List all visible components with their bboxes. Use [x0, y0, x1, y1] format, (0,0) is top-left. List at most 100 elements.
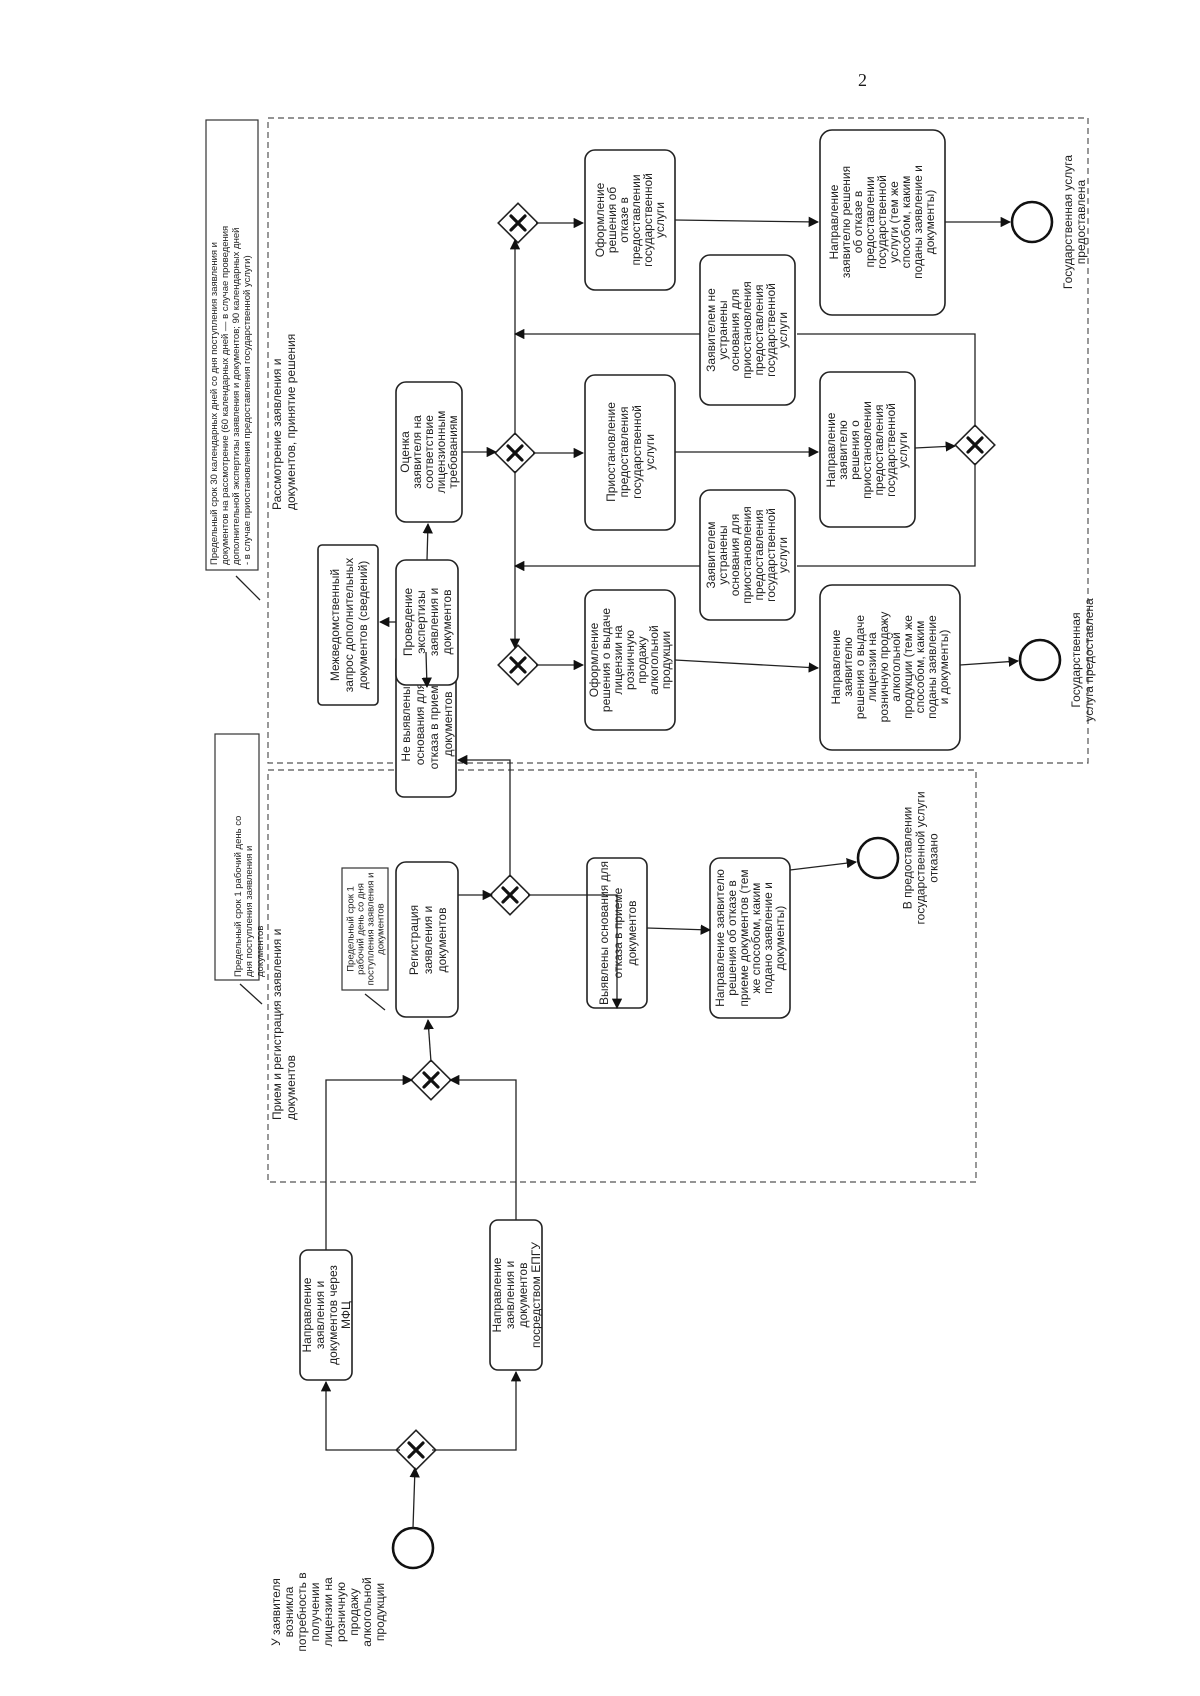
text-line: приостановления	[740, 506, 754, 604]
text-line: основания для	[413, 683, 427, 766]
text-line: Проведение	[401, 588, 415, 657]
text-line: Оценка	[398, 431, 412, 473]
task-send-suspend	[819, 371, 916, 528]
text-line: Направление	[829, 629, 843, 704]
text-line: заявления и	[313, 1281, 327, 1349]
text-line: приостановления	[740, 281, 754, 379]
text-line: государственной услуги	[914, 791, 928, 924]
text-line: услуга предоставлена	[1082, 598, 1096, 722]
text-line: государственной	[875, 175, 889, 269]
text-line: документов, принятие решения	[284, 334, 298, 510]
text-line: заявителя на	[410, 415, 424, 489]
task-send-refusal	[709, 857, 791, 1019]
text-line: приеме документов (тем	[737, 869, 751, 1006]
text-line: подано заявление и	[761, 882, 775, 994]
text-line: способом, каким	[899, 176, 913, 269]
text-line: лицензии на	[611, 625, 625, 695]
text-line: возникла	[282, 1586, 296, 1637]
text-line: розничную	[334, 1582, 348, 1642]
end-event-provided-1	[1018, 638, 1062, 682]
text-line: услуги	[776, 312, 790, 348]
text-line: экспертизы	[414, 590, 428, 653]
text-line: документов	[376, 903, 387, 954]
task-send-refusal-text: Направление заявителюрешения об отказе в…	[713, 869, 787, 1007]
task-send-issue-text: Направлениезаявителюрешения о выдачелице…	[829, 612, 951, 723]
text-line: устранены	[716, 525, 730, 584]
text-line: рабочий день со дня	[356, 883, 367, 975]
end-event-provided-1-label: Государственнаяуслуга предоставлена	[1069, 598, 1096, 722]
text-line: решения о	[848, 420, 862, 480]
text-line: документов	[440, 590, 454, 655]
text-line: устранены	[716, 300, 730, 359]
task-interagency-request	[317, 544, 379, 706]
text-line: заявителю решения	[839, 166, 853, 278]
text-line: государственной	[884, 403, 898, 497]
text-line: посредством ЕПГУ	[529, 1242, 543, 1348]
page-number: 2	[858, 70, 867, 90]
text-line: заявления и	[421, 906, 435, 974]
text-line: документов (сведений)	[356, 561, 370, 690]
text-line: услуги	[653, 202, 667, 238]
gateway-suspension-result	[954, 424, 996, 466]
register-deadline-note-text: Предельный срок 1рабочий день со дняпост…	[346, 873, 387, 986]
text-line: требованиям	[446, 415, 460, 488]
phase1-deadline-note-text: Предельный срок 1 рабочий день содня пос…	[233, 816, 266, 977]
text-line: решения о выдаче	[853, 615, 867, 719]
text-line: документы)	[773, 906, 787, 971]
text-line: продажу	[635, 636, 649, 683]
task-register	[395, 861, 459, 1018]
task-not-eliminated-text: Заявителем неустраненыоснования дляприос…	[704, 281, 790, 379]
task-issue-decision-text: Оформлениерешения о выдачелицензии нароз…	[587, 608, 673, 712]
task-register-text: Регистрациязаявления идокументов	[407, 905, 449, 975]
text-line: решения о выдаче	[599, 608, 613, 712]
text-line: Предельный срок 1	[346, 886, 357, 972]
text-line: Оформление	[587, 622, 601, 697]
text-line: Направление	[824, 412, 838, 487]
register-deadline-note	[341, 867, 389, 991]
text-line: документов	[255, 926, 266, 977]
text-line: розничную	[623, 630, 637, 690]
task-refuse-decision-text: Оформлениерешения оботказе впредоставлен…	[593, 173, 667, 267]
end-event-provided-2	[1010, 200, 1054, 244]
phase2-zone	[267, 117, 1089, 764]
end-event-provided-2-label: Государственная услугапредоставлена	[1061, 155, 1088, 289]
text-line: продукции	[373, 1583, 387, 1641]
text-line: запрос дополнительных	[342, 558, 356, 692]
task-assessment-text: Оценказаявителя насоответствиелицензионн…	[398, 411, 460, 494]
gateway-issue	[497, 644, 539, 686]
gateway-join-channel	[410, 1059, 452, 1101]
text-line: потребность в	[295, 1572, 309, 1651]
text-line: заявления и	[427, 588, 441, 656]
text-line: Государственная	[1069, 612, 1083, 707]
text-line: лицензии на	[321, 1577, 335, 1647]
task-refusal-grounds-found-text: Выявлены основания дляотказа в приемедок…	[597, 861, 639, 1005]
text-line: решения об отказе в	[725, 880, 739, 995]
task-no-refusal-grounds-text: Не выявленыоснования дляотказа в приемед…	[399, 678, 455, 769]
task-send-refuse-text: Направлениезаявителю решенияоб отказе вп…	[827, 165, 937, 279]
text-line: документов	[284, 1055, 298, 1120]
text-line: дополнительной экспертизы заявления и до…	[231, 228, 242, 565]
gateway-document-check	[489, 874, 531, 916]
text-line: отказе в	[617, 197, 631, 243]
task-not-eliminated	[699, 254, 796, 406]
text-line: заявителю	[841, 637, 855, 696]
phase1-title: Прием и регистрация заявления идокументо…	[270, 929, 298, 1120]
task-expertise-text: Проведениеэкспертизызаявления идокументо…	[401, 588, 454, 657]
text-line: Направление	[300, 1277, 314, 1352]
task-send-suspend-text: Направлениезаявителюрешения оприостановл…	[824, 401, 910, 499]
text-line: Заявителем не	[704, 288, 718, 372]
text-line: лицензии на	[865, 632, 879, 702]
start-event-label: У заявителявозниклапотребность вполучени…	[269, 1572, 387, 1651]
text-line: способом, каким	[913, 621, 927, 714]
text-line: алкогольной	[889, 632, 903, 702]
end-event-refused-label: В предоставлениигосударственной услугиот…	[901, 791, 941, 924]
task-send-via-mfc-text: Направлениезаявления идокументов черезМФ…	[300, 1265, 353, 1365]
text-line: поступления заявления и	[366, 873, 377, 986]
text-line: основания для	[728, 514, 742, 597]
text-line: Оформление	[593, 182, 607, 257]
gateway-split-channel	[395, 1429, 437, 1471]
task-eliminated	[699, 489, 796, 621]
phase1-zone	[267, 769, 977, 1183]
text-line: Предельный срок 1 рабочий день со	[233, 816, 244, 977]
text-line: розничную продажу	[877, 612, 891, 723]
